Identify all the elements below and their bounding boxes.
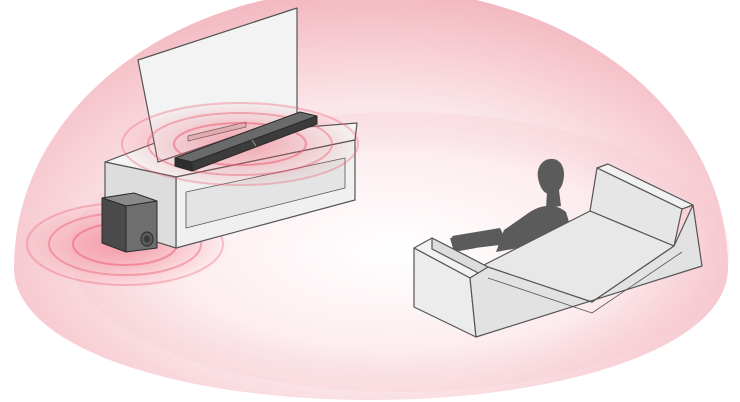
listener-neck	[546, 190, 561, 208]
soundbar-end	[174, 157, 193, 172]
listener-head	[537, 158, 564, 194]
soundbar	[174, 111, 318, 172]
sofa-side-panel	[469, 204, 703, 338]
subwoofer-port-inner	[144, 235, 150, 243]
soundbar-divider	[251, 139, 257, 147]
subwoofer	[101, 192, 158, 253]
listener-thigh	[450, 234, 476, 252]
sofa-seam	[487, 251, 683, 314]
subwoofer-front	[125, 200, 158, 253]
sofa	[413, 163, 703, 338]
subwoofer-side	[101, 197, 127, 253]
